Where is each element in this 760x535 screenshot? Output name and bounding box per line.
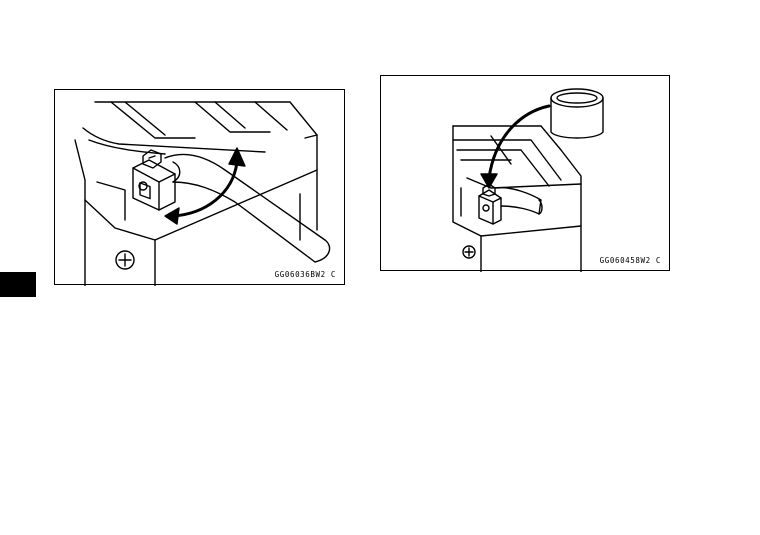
- battery-terminal-grease-icon: [452, 88, 604, 272]
- battery-terminal-protect-icon: [74, 101, 331, 286]
- figure-battery-cover: GG06036BW2 C: [54, 89, 345, 286]
- figure-code: GG06036BW2 C: [274, 270, 336, 279]
- figure-battery-grease: GG060458W2 C: [380, 75, 670, 272]
- figure-code: GG060458W2 C: [599, 256, 661, 265]
- chapter-tab: [0, 272, 36, 297]
